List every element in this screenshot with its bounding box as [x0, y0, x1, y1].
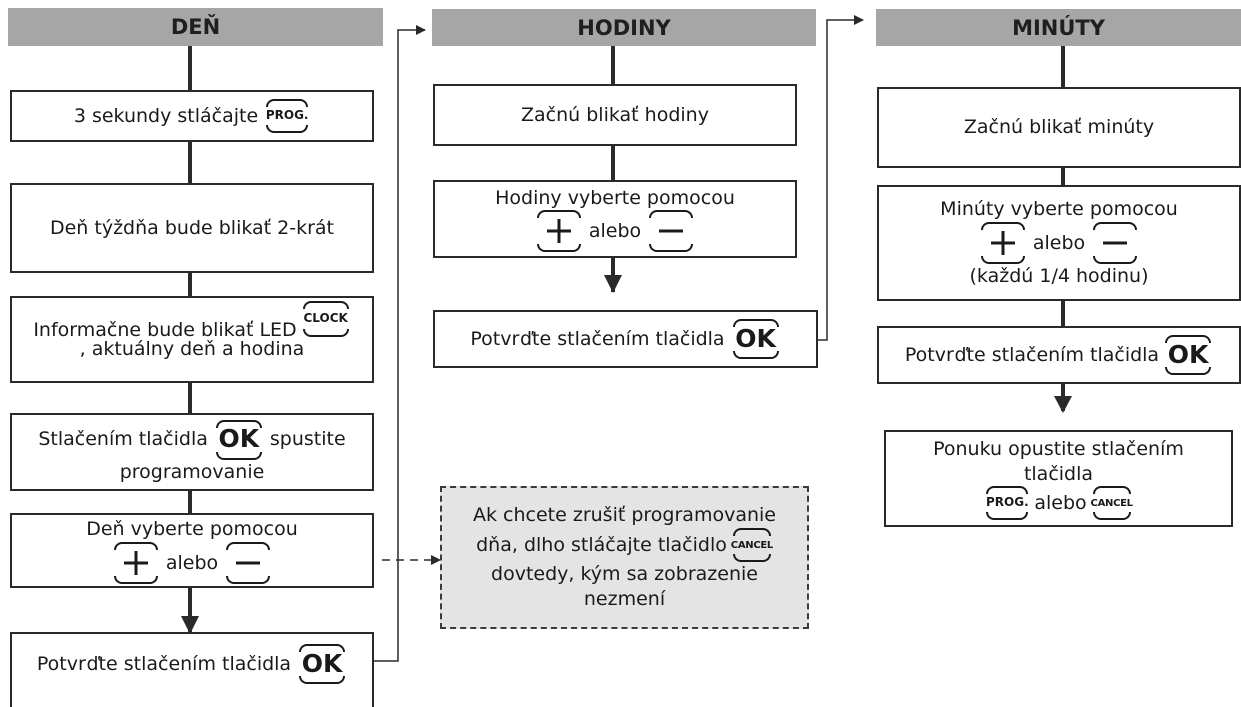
den-step-1: 3 sekundy stláčajte PROG.	[10, 90, 374, 142]
den-step-4: Stlačením tlačidla OK spustite programov…	[10, 413, 374, 491]
minuty-step-2-or: alebo	[1032, 231, 1086, 254]
den-step-2: Deň týždňa bude blikať 2-krát	[10, 183, 374, 273]
den-step-5-line-1: Deň vyberte pomocou	[86, 518, 298, 541]
minuty-step-3-text: Potvrďte stlačením tlačidla	[904, 343, 1160, 366]
plus-button-icon	[535, 210, 583, 253]
flow-hodiny-to-minuty	[818, 15, 864, 341]
hodiny-step-1: Začnú blikať hodiny	[433, 84, 797, 146]
den-step-4-before: Stlačením tlačidla	[38, 428, 208, 451]
arrow-head-hodiny	[604, 275, 622, 293]
minuty-step-3: Potvrďte stlačením tlačidla OK	[877, 326, 1241, 384]
hodiny-step-3-text: Potvrďte stlačením tlačidla	[470, 327, 725, 350]
header-minuty: MINÚTY	[876, 9, 1241, 46]
plus-button-icon	[112, 541, 160, 584]
ok-button-icon: OK	[1163, 335, 1213, 375]
ok-button-icon: OK	[214, 419, 264, 460]
minus-button-icon	[647, 210, 695, 253]
den-step-4-after: spustite	[269, 428, 346, 451]
minuty-step-2-line-1: Minúty vyberte pomocou	[940, 198, 1178, 221]
minuty-step-2-line-3: (každú 1/4 hodinu)	[969, 265, 1149, 287]
header-hodiny-label: HODINY	[577, 15, 671, 40]
ok-button-icon: OK	[297, 644, 347, 684]
den-step-3-line-1: Informačne bude blikať LED	[33, 318, 297, 341]
cancel-note-line-2: dňa, dlho stláčajte tlačidlo	[476, 533, 727, 556]
den-step-6-text: Potvrďte stlačením tlačidla	[36, 652, 292, 675]
den-step-2-text: Deň týždňa bude blikať 2-krát	[49, 216, 335, 239]
hodiny-step-3: Potvrďte stlačením tlačidla OK	[433, 310, 818, 368]
minuty-step-1-text: Začnú blikať minúty	[963, 116, 1155, 139]
header-hodiny: HODINY	[432, 9, 816, 46]
prog-button-icon: PROG.	[984, 486, 1030, 521]
hodiny-step-2-or: alebo	[588, 220, 642, 242]
flow-den-to-hodiny	[374, 25, 426, 662]
cancel-note-line-4: nezmení	[583, 587, 666, 610]
cancel-note: Ak chcete zrušiť programovanie dňa, dlho…	[440, 486, 809, 629]
arrow-head-den	[181, 616, 199, 634]
minus-button-icon	[1091, 222, 1139, 264]
den-step-6: Potvrďte stlačením tlačidla OK	[10, 632, 374, 707]
cancel-note-line-1: Ak chcete zrušiť programovanie	[473, 504, 776, 527]
ok-button-icon: OK	[731, 319, 781, 359]
cancel-button-icon: CANCEL	[1091, 486, 1133, 521]
den-step-3: Informačne bude blikať LED CLOCK , aktuá…	[10, 296, 374, 383]
minuty-step-4-line-2: tlačidla	[1023, 462, 1094, 485]
clock-button-icon: CLOCK	[301, 301, 351, 338]
cancel-note-line-3: dovtedy, kým sa zobrazenie	[491, 563, 758, 586]
minuty-step-4-or: alebo	[1034, 491, 1087, 514]
minuty-step-4: Ponuku opustite stlačením tlačidla PROG.…	[884, 430, 1233, 527]
prog-button-icon: PROG.	[264, 99, 310, 133]
plus-button-icon	[979, 222, 1027, 264]
den-step-1-text: 3 sekundy stláčajte	[73, 104, 259, 127]
arrow-head-minuty	[1054, 396, 1072, 413]
cancel-button-icon: CANCEL	[731, 528, 773, 563]
minuty-step-4-line-1: Ponuku opustite stlačením	[933, 437, 1184, 460]
den-step-5-or: alebo	[165, 551, 219, 574]
minuty-step-2: Minúty vyberte pomocou alebo (každú 1/4 …	[877, 185, 1241, 301]
minuty-step-1: Začnú blikať minúty	[877, 87, 1241, 168]
hodiny-step-2: Hodiny vyberte pomocou alebo	[433, 180, 797, 258]
hodiny-step-2-line-1: Hodiny vyberte pomocou	[495, 186, 735, 209]
den-step-5: Deň vyberte pomocou alebo	[10, 513, 374, 588]
den-step-4-line-2: programovanie	[119, 460, 265, 483]
hodiny-step-1-text: Začnú blikať hodiny	[521, 103, 709, 126]
header-den-label: DEŇ	[170, 15, 221, 39]
header-den: DEŇ	[8, 8, 383, 46]
minus-button-icon	[224, 541, 272, 584]
den-step-3-line-2: , aktuálny deň a hodina	[79, 337, 305, 360]
header-minuty-label: MINÚTY	[1012, 15, 1105, 40]
